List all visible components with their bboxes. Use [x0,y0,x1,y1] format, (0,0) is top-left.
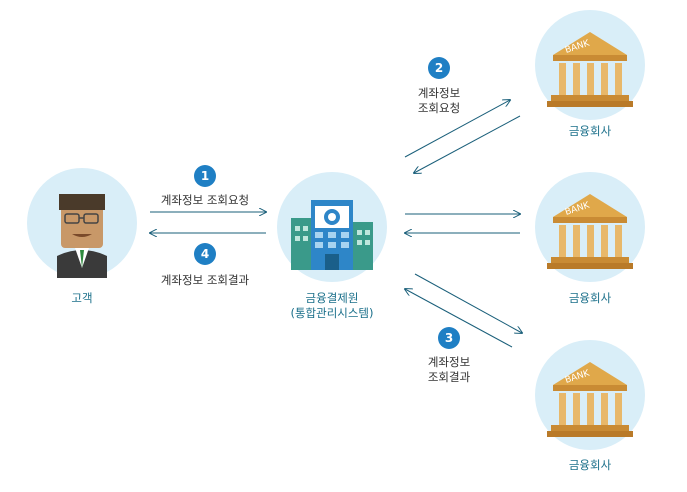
step-4-text: 계좌정보 조회결과 [160,273,250,287]
bank-circle-bottom: BANK [535,340,645,450]
arrow-request-to-bank-bottom [414,273,522,333]
bank-label-top: 금융회사 [568,124,612,138]
center-label-line1: 금융결제원 [305,291,359,305]
step-3-badge: 3 [438,327,460,349]
step-3-text-line2: 조회결과 [427,370,471,384]
customer-label: 고객 [71,291,93,305]
step-1-text: 계좌정보 조회요청 [160,193,250,207]
building-icon [291,200,373,270]
bank-label-mid: 금융회사 [568,291,612,305]
step-2-badge: 2 [428,57,450,79]
step-3-text-line1: 계좌정보 [427,355,471,369]
arrow-result-from-bank-top [414,115,521,173]
bank-icon: BANK [547,362,633,437]
arrow-result-from-bank-bottom [405,289,513,348]
step-2-text-line1: 계좌정보 [417,86,461,100]
step-2-text-line2: 조회요청 [417,101,461,115]
center-label-line2: (통합관리시스템) [290,306,374,320]
step-1-badge: 1 [194,165,216,187]
customer-circle [27,168,137,278]
bank-icon: BANK [547,194,633,269]
step-4-badge: 4 [194,243,216,265]
center-circle [277,172,387,282]
bank-circle-top: BANK [535,10,645,120]
arrow-request-to-bank-top [404,100,510,158]
customer-avatar-icon [57,194,107,278]
bank-circle-mid: BANK [535,172,645,282]
bank-icon: BANK [547,32,633,107]
bank-label-bottom: 금융회사 [568,458,612,472]
